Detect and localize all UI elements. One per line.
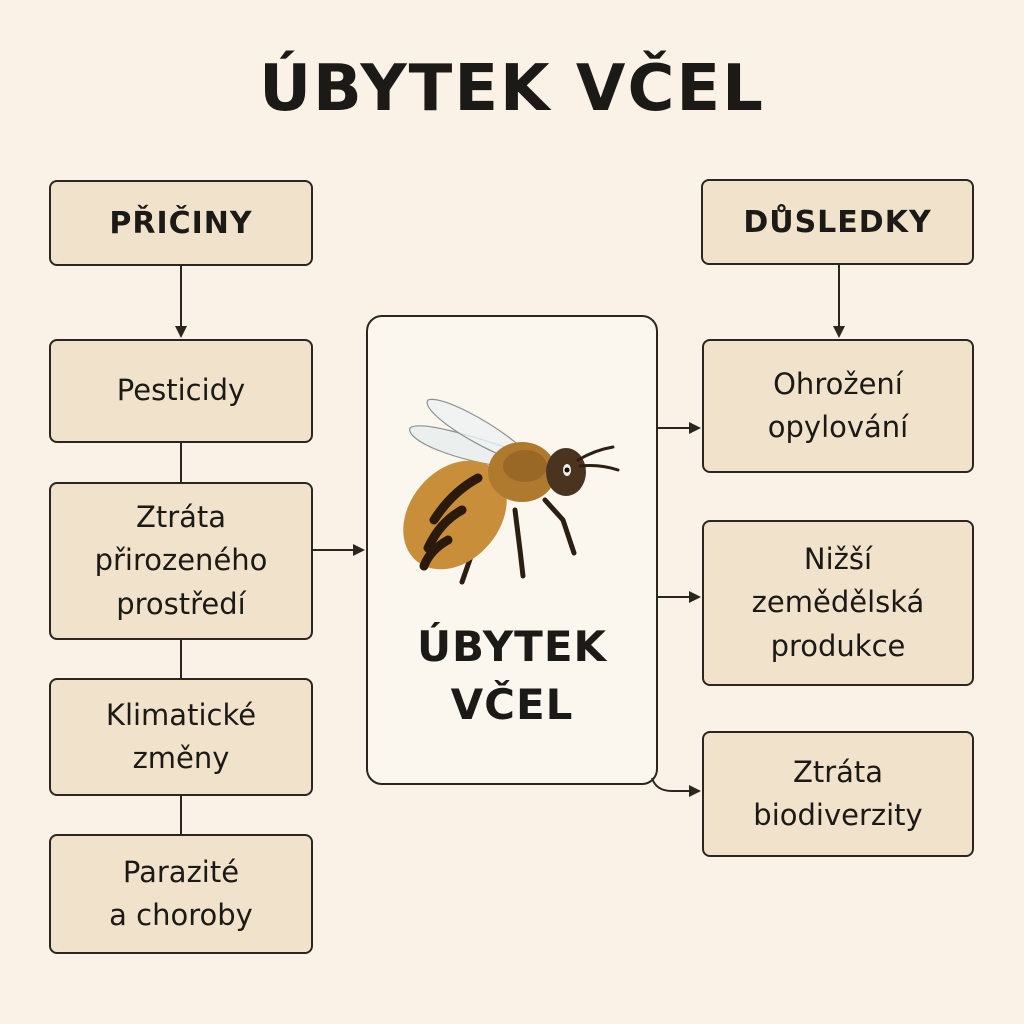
- bee-wing-front: [426, 398, 523, 463]
- bee-antennae: [576, 445, 620, 472]
- bee-stripes: [419, 473, 483, 571]
- effects-header: DŮSLEDKY: [701, 179, 974, 265]
- effect-box-pollination: Ohrožení opylování: [702, 339, 974, 473]
- effect-box-biodiversity: Ztráta biodiverzity: [702, 731, 974, 857]
- cause-box-climate-change: Klimatické změny: [49, 678, 313, 796]
- effect-box-agriculture: Nižší zemědělská produkce: [702, 520, 974, 686]
- causes-header: PŘIČINY: [49, 180, 313, 266]
- arrow-center-to-biodiversity: [651, 777, 701, 797]
- connectors: [175, 265, 845, 834]
- bee-illustration: [403, 398, 620, 585]
- cause-box-habitat-loss: Ztráta přirozeného prostředí: [49, 482, 313, 640]
- cause-box-pesticides: Pesticidy: [49, 339, 313, 443]
- cause-box-parasites: Parazité a choroby: [49, 834, 313, 954]
- center-label: ÚBYTEK VČEL: [416, 622, 608, 729]
- page-title: ÚBYTEK VČEL: [259, 52, 765, 126]
